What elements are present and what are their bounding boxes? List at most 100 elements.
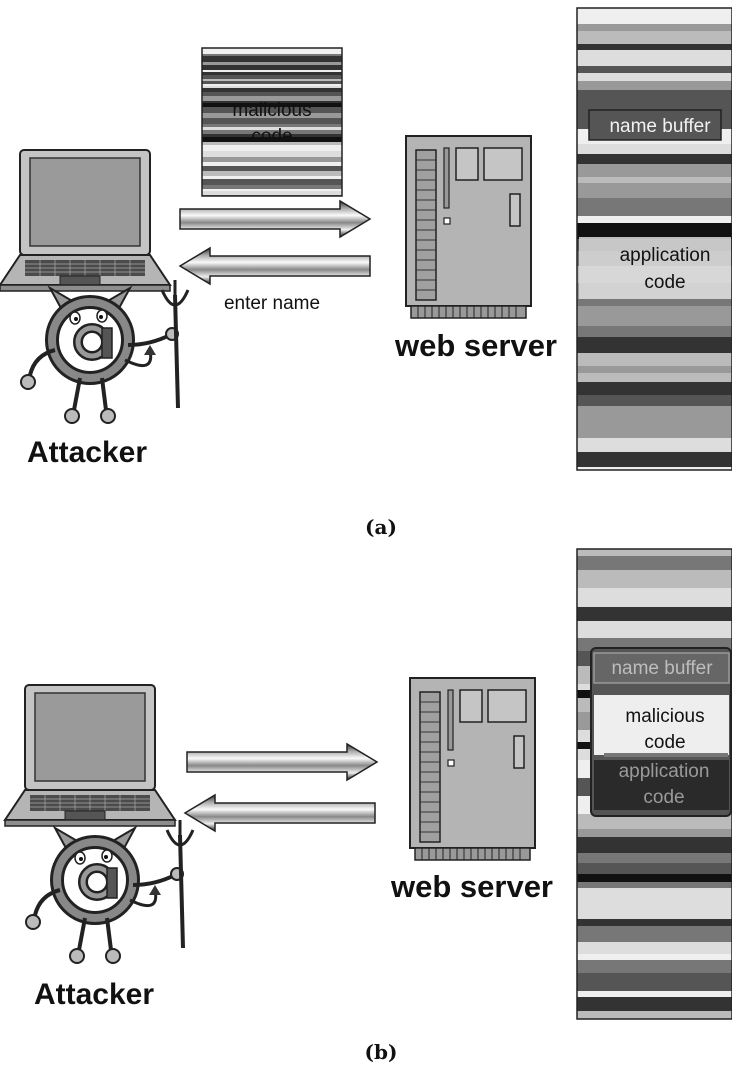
stripe (202, 157, 342, 162)
stripe (577, 973, 732, 991)
stripe (577, 919, 732, 926)
payload-label: code (251, 126, 292, 147)
stripe (202, 189, 342, 191)
stripe (202, 62, 342, 65)
server-label: web server (390, 869, 553, 904)
stripe (577, 904, 732, 919)
stripe (577, 198, 732, 210)
stripe (577, 177, 732, 183)
stripe (577, 44, 732, 50)
stripe (577, 223, 732, 239)
stripe (577, 422, 732, 438)
application-code-label: application (619, 761, 710, 782)
stripe (577, 31, 732, 44)
send-arrow-icon (179, 200, 371, 238)
name-buffer-box (588, 109, 722, 141)
stripe (202, 171, 342, 176)
server-label: web server (394, 328, 557, 363)
prompt-label: enter name (224, 293, 320, 314)
stripe (577, 991, 732, 997)
stripe (202, 101, 342, 103)
stripe (577, 882, 732, 888)
stripe (202, 48, 342, 54)
stripe (577, 926, 732, 942)
stripe (202, 145, 342, 151)
attacker-devil-icon (21, 280, 188, 423)
stripe (577, 621, 732, 638)
stripe (577, 183, 732, 198)
stripe (577, 90, 732, 104)
payload-stripes (202, 48, 342, 196)
stripe (202, 84, 342, 86)
stripe (202, 107, 342, 113)
stripe (577, 8, 732, 24)
stripe (202, 88, 342, 92)
stripe (202, 70, 342, 72)
stripe (577, 337, 732, 353)
application-code-label: application (620, 245, 711, 266)
stripe (202, 127, 342, 130)
stripe (202, 72, 342, 75)
stripe (202, 166, 342, 169)
stripe (577, 607, 732, 621)
stripe (577, 588, 732, 607)
stripe (577, 154, 732, 164)
attacker-laptop-icon (0, 149, 171, 292)
stripe (202, 79, 342, 81)
memory-stripes (577, 8, 732, 470)
attacker-label: Attacker (27, 436, 147, 469)
stripe (202, 191, 342, 195)
prompt-arrow-icon (184, 794, 376, 832)
prompt-arrow-icon (179, 247, 371, 285)
attacker-label: Attacker (34, 978, 154, 1011)
stripe (202, 185, 342, 189)
stripe (577, 210, 732, 216)
stripe (202, 142, 342, 145)
application-code-label: code (644, 272, 685, 293)
stripe (577, 874, 732, 882)
stripe (577, 549, 732, 556)
stripe (202, 151, 342, 157)
stripe (577, 960, 732, 973)
name-buffer-label: name buffer (609, 116, 711, 137)
web-server-icon (405, 135, 532, 319)
stripe (202, 137, 342, 142)
stripe (202, 92, 342, 96)
stripe (577, 373, 732, 382)
stripe (577, 299, 732, 306)
stripe (577, 467, 732, 470)
stripe (577, 829, 732, 837)
stripe (202, 124, 342, 127)
malicious-payload-block: malicious code (201, 47, 343, 197)
stripe (577, 942, 732, 954)
stripe (202, 176, 342, 179)
stripe (577, 814, 732, 829)
stripe (202, 86, 342, 88)
stripe (577, 438, 732, 452)
stripe (202, 75, 342, 79)
attacker-laptop-icon (4, 684, 176, 827)
stripe (577, 395, 732, 406)
stripe (202, 54, 342, 56)
stripe (577, 570, 732, 588)
stripe (577, 1011, 732, 1019)
stripe (577, 863, 732, 874)
stripe (577, 353, 732, 366)
stripe (202, 56, 342, 62)
memory-strip: name buffer malicious code application c… (576, 548, 732, 1020)
malicious-code-label: code (644, 732, 685, 753)
caption-a: (a) (365, 515, 397, 539)
stripe (577, 314, 732, 326)
stripe (577, 144, 732, 154)
panel-b: Attacker web server name buffer maliciou… (4, 548, 732, 1064)
stripe (577, 406, 732, 422)
stripe (577, 382, 732, 395)
stripe (577, 216, 732, 223)
stripe (577, 326, 732, 337)
stripe (202, 118, 342, 124)
stripe (202, 81, 342, 84)
stripe (577, 997, 732, 1011)
stripe (577, 366, 732, 373)
stripe (577, 66, 732, 73)
attacker-devil-icon (26, 820, 193, 963)
